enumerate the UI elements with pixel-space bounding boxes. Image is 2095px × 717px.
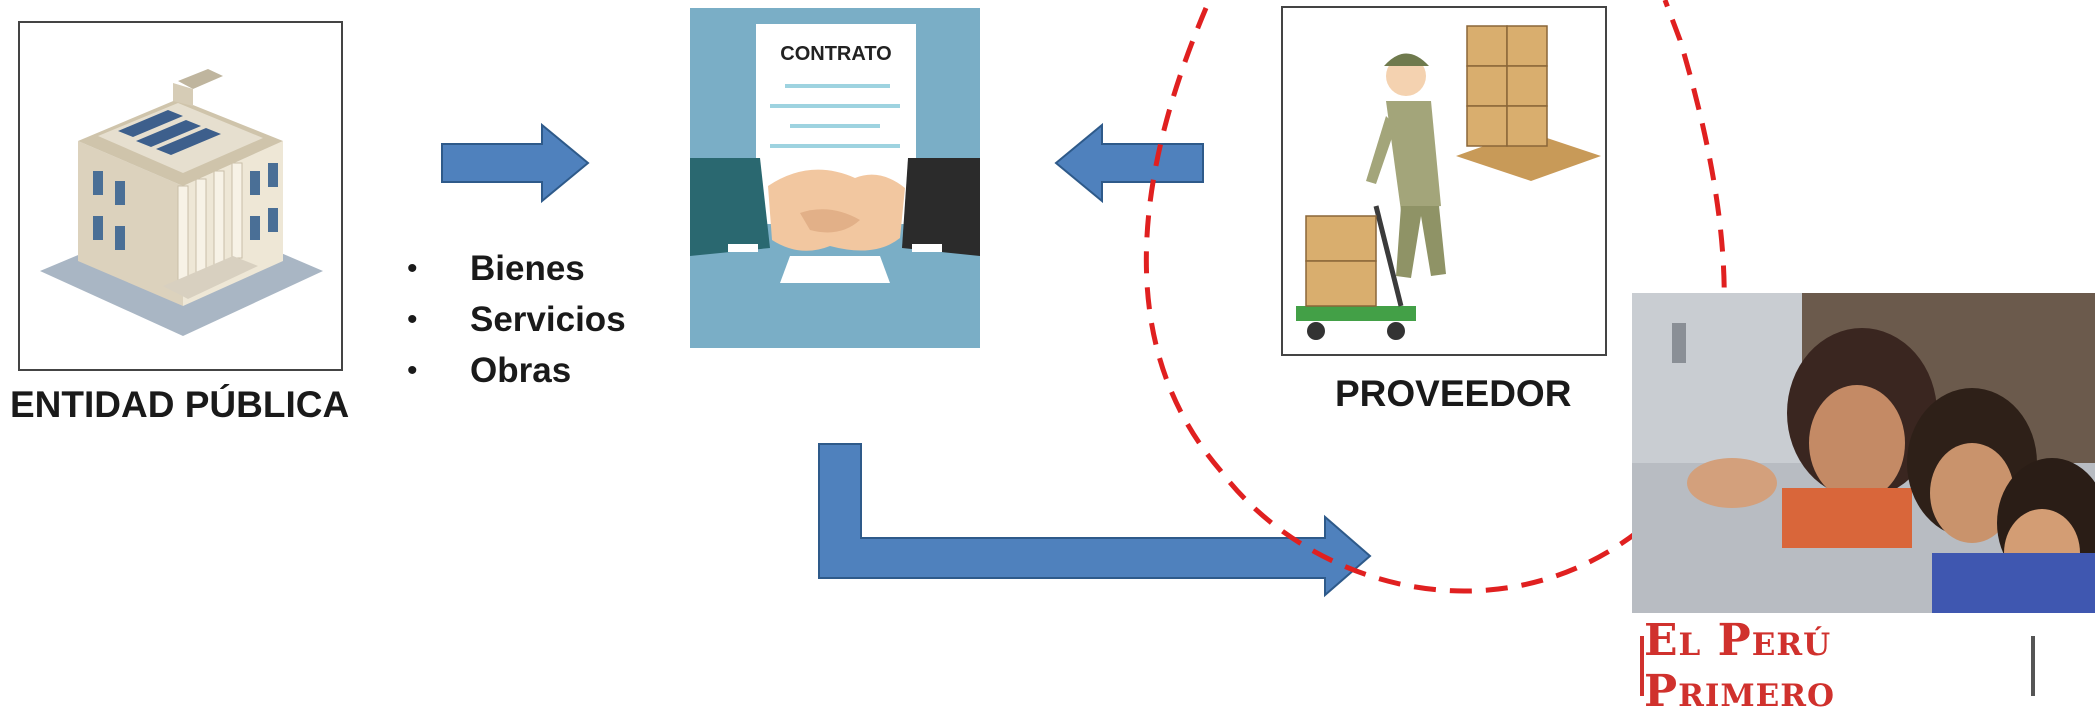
supplier-label: PROVEEDOR [1335, 373, 1572, 414]
arrow-right-to-contract-icon [441, 122, 590, 204]
public-entity-label: ENTIDAD PÚBLICA [10, 384, 350, 425]
highlight-dashed-circle [1143, 0, 1727, 594]
deliverable-item-goods: Bienes [405, 243, 626, 294]
supplier-illustration [1281, 6, 1607, 356]
deliverable-item-works: Obras [405, 345, 626, 396]
deliverables-list: Bienes Servicios Obras [405, 243, 626, 396]
beneficiaries-children-photo [1632, 293, 2095, 613]
contract-handshake-illustration: CONTRATO [690, 8, 980, 348]
brand-logo: El Perú Primero [1640, 615, 2035, 717]
public-entity-building-icon [18, 21, 343, 371]
deliverable-item-services: Servicios [405, 294, 626, 345]
contract-title: CONTRATO [780, 43, 891, 65]
arrow-l-shaped-to-beneficiaries-icon [818, 443, 1372, 598]
brand-logo-text: El Perú Primero [1644, 615, 1836, 717]
arrow-left-from-supplier-icon [1054, 122, 1204, 204]
